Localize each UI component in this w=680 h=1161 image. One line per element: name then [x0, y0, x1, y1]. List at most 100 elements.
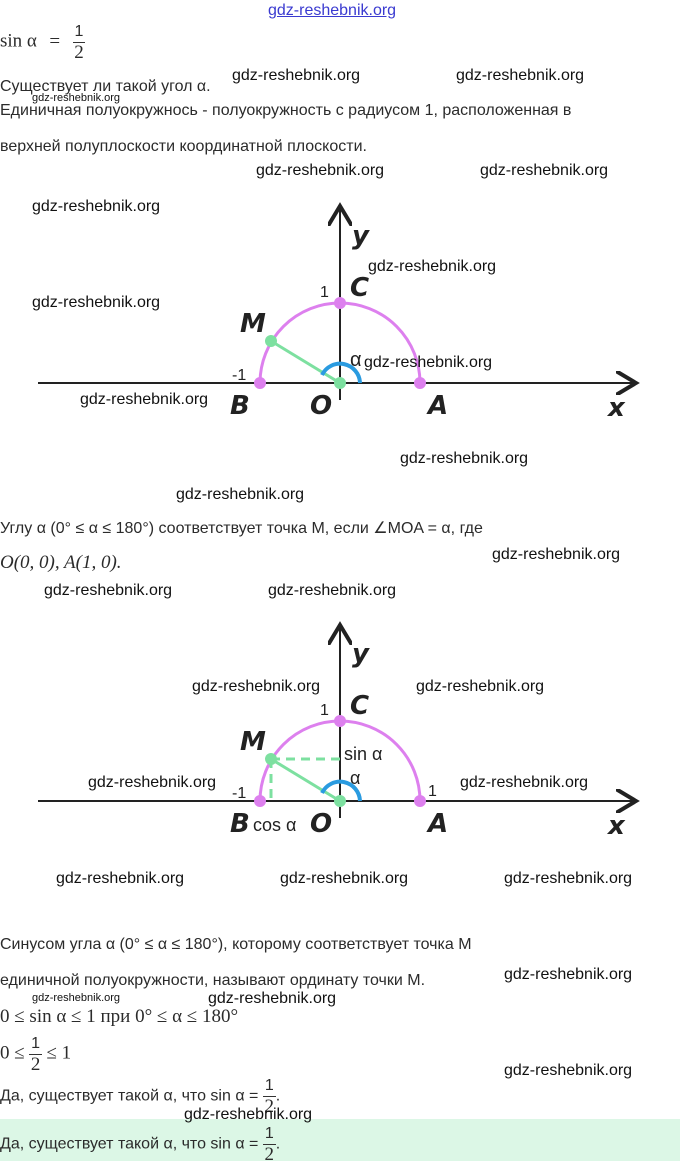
alpha-arc [320, 779, 362, 802]
label-b: B [230, 809, 250, 839]
watermark: gdz-reshebnik.org [364, 354, 493, 371]
label-sin: sin α [344, 744, 382, 764]
point-m [265, 335, 277, 347]
denominator: 2 [264, 1144, 275, 1161]
point-a [414, 795, 426, 807]
segment-om [270, 339, 341, 385]
definition-line-1: Единичная полуокружнось - полуокружность… [0, 102, 572, 119]
watermark: gdz-reshebnik.org [460, 774, 589, 791]
watermark: gdz-reshebnik.org [456, 67, 585, 84]
watermark: gdz-reshebnik.org [208, 990, 337, 1007]
tick-1-x: 1 [428, 783, 437, 800]
numerator: 1 [72, 22, 86, 43]
label-cos: cos α [253, 815, 296, 835]
watermark: gdz-reshebnik.org [88, 774, 217, 791]
watermark: gdz-reshebnik.org [80, 391, 209, 408]
label-c: C [350, 691, 369, 721]
question-text: Существует ли такой угол α. [0, 78, 211, 95]
label-a: A [426, 809, 448, 839]
numerator: 1 [262, 1076, 276, 1097]
label-x: x [606, 393, 626, 423]
tick-minus-1: -1 [232, 785, 246, 802]
watermark: gdz-reshebnik.org [192, 678, 321, 695]
tick-1: 1 [320, 284, 329, 301]
denominator: 2 [264, 1096, 275, 1117]
eq-lhs: sin α [0, 30, 37, 52]
label-y: y [352, 639, 370, 669]
eq-sign: = [49, 30, 61, 52]
label-x: x [606, 811, 626, 841]
point-b [254, 795, 266, 807]
unit-semicircle-diagram-1: y C M B O A x 1 -1 α [38, 0, 680, 423]
watermark: gdz-reshebnik.org [504, 966, 633, 983]
angle-text-1: Углу α (0° ≤ α ≤ 180°) соответствует точ… [0, 520, 483, 537]
segment-om [270, 757, 341, 803]
watermark: gdz-reshebnik.org [32, 92, 121, 104]
watermark: gdz-reshebnik.org [44, 582, 173, 599]
watermark: gdz-reshebnik.org [416, 678, 545, 695]
watermark: gdz-reshebnik.org [184, 1106, 313, 1123]
label-alpha: α [350, 768, 360, 788]
watermark: gdz-reshebnik.org [256, 162, 385, 179]
denominator: 2 [30, 1054, 41, 1075]
tick-minus-1: -1 [232, 367, 246, 384]
inequality-1: 0 ≤ sin α ≤ 1 при 0° ≤ α ≤ 180° [0, 1006, 239, 1027]
period: . [275, 1087, 281, 1105]
watermark: gdz-reshebnik.org [368, 258, 497, 275]
ineq-right: ≤ 1 [46, 1042, 72, 1064]
watermark: gdz-reshebnik.org [32, 294, 161, 311]
point-c [334, 297, 346, 309]
watermark: gdz-reshebnik.org [232, 67, 361, 84]
point-o [334, 795, 346, 807]
watermark: gdz-reshebnik.org [56, 870, 185, 887]
label-m: M [240, 309, 266, 339]
label-o: O [310, 391, 332, 421]
definition-line-2: верхней полуплоскости координатной плоск… [0, 138, 367, 155]
label-y: y [352, 221, 370, 251]
sine-definition-1: Синусом угла α (0° ≤ α ≤ 180°), которому… [0, 936, 472, 953]
ineq-left: 0 ≤ [0, 1042, 25, 1064]
point-a [414, 377, 426, 389]
watermark: gdz-reshebnik.org [400, 450, 529, 467]
watermark: gdz-reshebnik.org [176, 486, 305, 503]
watermark: gdz-reshebnik.org [504, 1062, 633, 1079]
label-alpha: α [350, 349, 362, 371]
tick-1-y: 1 [320, 702, 329, 719]
label-a: A [426, 391, 448, 421]
watermark: gdz-reshebnik.org [280, 870, 409, 887]
label-c: C [350, 273, 369, 303]
watermark: gdz-reshebnik.org [492, 546, 621, 563]
watermark: gdz-reshebnik.org [504, 870, 633, 887]
point-b [254, 377, 266, 389]
period: . [275, 1135, 281, 1153]
sine-definition-2: единичной полуокружности, называют ордин… [0, 972, 426, 989]
point-o [334, 377, 346, 389]
angle-text-2: O(0, 0), A(1, 0). [0, 552, 122, 573]
label-m: M [240, 727, 266, 757]
watermark: gdz-reshebnik.org [32, 992, 121, 1004]
point-m [265, 753, 277, 765]
point-c [334, 715, 346, 727]
watermark: gdz-reshebnik.org [480, 162, 609, 179]
denominator: 2 [74, 42, 84, 63]
answer-box [0, 1119, 680, 1161]
header-link[interactable]: gdz-reshebnik.org [268, 2, 397, 19]
watermark: gdz-reshebnik.org [32, 198, 161, 215]
label-o: O [310, 809, 332, 839]
label-b: B [230, 391, 250, 421]
conclusion-text: Да, существует такой α, что sin α = [0, 1087, 259, 1105]
answer-text: Да, существует такой α, что sin α = [0, 1135, 259, 1153]
alpha-arc [320, 361, 362, 384]
unit-semicircle-diagram-2: y C M B O A x 1 1 -1 α sin α cos α [38, 0, 680, 841]
numerator: 1 [262, 1124, 276, 1145]
numerator: 1 [29, 1034, 43, 1055]
